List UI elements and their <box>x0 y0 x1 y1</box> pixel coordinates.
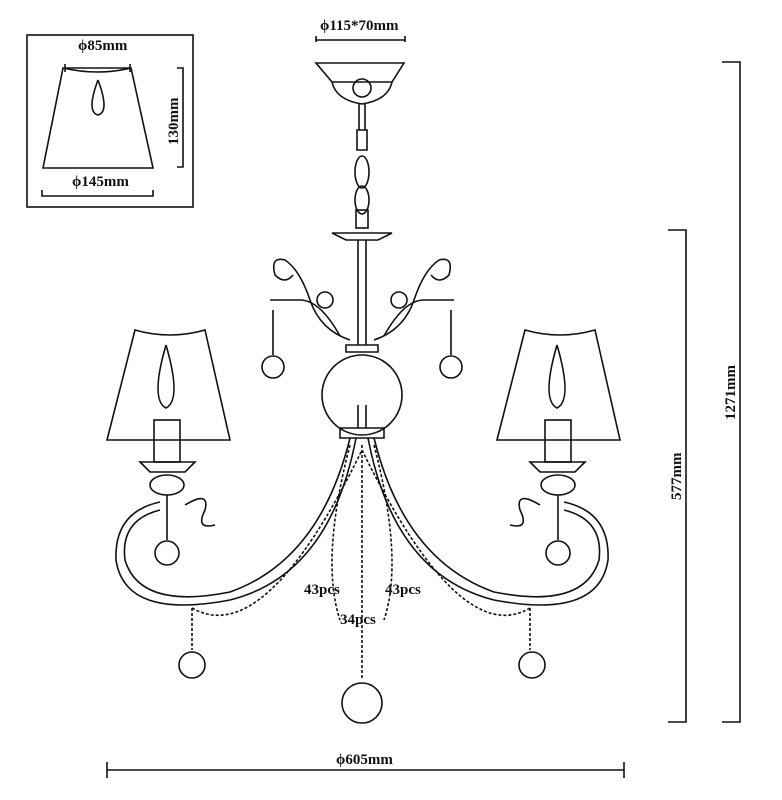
canopy-and-chain: ϕ115*70mm <box>314 18 406 353</box>
shade-height-label: 130mm <box>166 97 182 145</box>
shade-top-diameter-label: ϕ85mm <box>78 38 128 54</box>
right-strand-count: 43pcs <box>385 582 421 598</box>
left-lamp <box>105 328 232 566</box>
arms <box>115 437 609 606</box>
center-sphere <box>321 354 403 436</box>
sphere-collar <box>339 405 385 439</box>
body-height-label: 577mm <box>669 452 685 500</box>
decorative-scrolls <box>261 258 463 379</box>
total-height-label: 1271mm <box>723 365 739 420</box>
center-strand-count: 34pcs <box>340 612 376 628</box>
dimension-lines: 577mm 1271mm ϕ605mm <box>106 61 741 778</box>
canopy-dimension-label: ϕ115*70mm <box>320 18 399 34</box>
shade-detail-inset: ϕ85mm ϕ145mm 130mm <box>26 34 194 208</box>
overall-diameter-label: ϕ605mm <box>336 752 393 768</box>
bead-strands: 43pcs 43pcs 34pcs <box>178 444 546 724</box>
right-lamp <box>495 328 622 566</box>
left-strand-count: 43pcs <box>304 582 340 598</box>
shade-bottom-diameter-label: ϕ145mm <box>72 174 129 190</box>
